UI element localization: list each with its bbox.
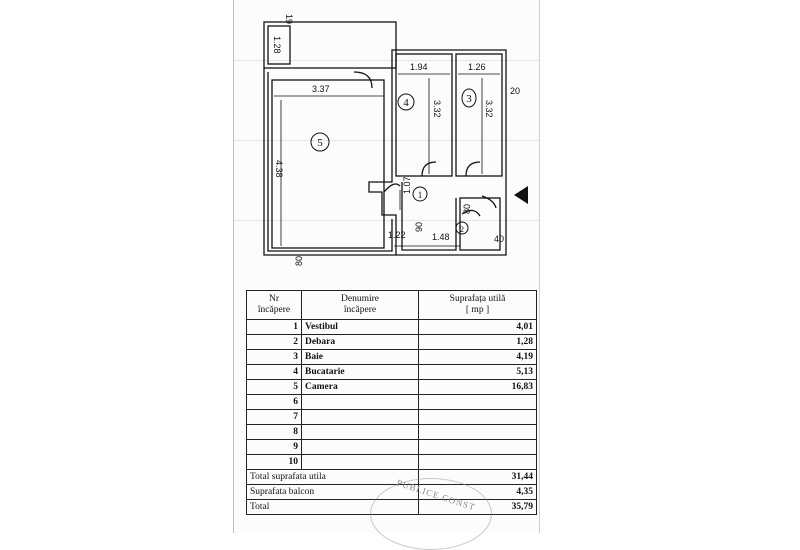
room-number: 2 (460, 225, 464, 234)
dimension-label: 1.28 (272, 36, 282, 54)
row-area: 4,01 (418, 319, 537, 335)
scan-line (234, 140, 539, 141)
door-arc (461, 209, 481, 217)
room-1-marker (412, 186, 428, 202)
row-area (418, 394, 537, 410)
room-5-outline (271, 79, 385, 249)
room-5-marker (310, 132, 330, 152)
row-name: Camera (301, 379, 419, 395)
table-row: 9 (246, 439, 537, 455)
outer-walls (263, 49, 507, 256)
row-name: Bucatarie (301, 364, 419, 380)
row-nr: 6 (246, 394, 302, 410)
room-number: 4 (403, 97, 409, 109)
room-number: 3 (466, 93, 472, 105)
row-name: Vestibul (301, 319, 419, 335)
row-nr: 8 (246, 424, 302, 440)
row-nr: 3 (246, 349, 302, 365)
row-name (301, 409, 419, 425)
row-area: 16,83 (418, 379, 537, 395)
row-nr: 9 (246, 439, 302, 455)
door-arc (383, 183, 401, 193)
table-row: 7 (246, 409, 537, 425)
dimension-label: 4.38 (274, 160, 284, 178)
floor-plan-document: 5 4 3 1 2 19 1.28 3.37 1.94 1.26 3.32 3.… (233, 0, 540, 533)
room-number: 5 (317, 137, 323, 149)
door-arc (353, 71, 373, 89)
dimension-label: 90 (414, 222, 424, 232)
room-4-marker (397, 93, 415, 111)
scan-line (234, 220, 539, 221)
floor-plan-drawing: 5 4 3 1 2 19 1.28 3.37 1.94 1.26 3.32 3.… (263, 14, 520, 266)
row-name (301, 439, 419, 455)
row-area: 1,28 (418, 334, 537, 350)
row-nr: 7 (246, 409, 302, 425)
dimension-label: 3.32 (432, 100, 442, 118)
table-row: 8 (246, 424, 537, 440)
row-name: Baie (301, 349, 419, 365)
row-area (418, 409, 537, 425)
balcony-slab (267, 25, 291, 65)
dimension-label: 1.22 (388, 230, 406, 240)
dimension-label: 1.94 (410, 62, 428, 72)
row-area (418, 424, 537, 440)
hall-outline (401, 182, 457, 251)
entrance-arrow-icon (514, 186, 528, 204)
row-nr: 1 (246, 319, 302, 335)
row-area (418, 454, 537, 470)
row-name: Debara (301, 334, 419, 350)
door-arc (421, 161, 437, 177)
room-3-outline (455, 53, 503, 177)
row-nr: 4 (246, 364, 302, 380)
row-name (301, 394, 419, 410)
floor-plan: 5 4 3 1 2 19 1.28 3.37 1.94 1.26 3.32 3.… (234, 0, 539, 285)
row-name (301, 424, 419, 440)
row-area: 5,13 (418, 364, 537, 380)
table-row: 10 (246, 454, 537, 470)
inner-walls (267, 72, 393, 252)
row-nr: 2 (246, 334, 302, 350)
row-area (418, 439, 537, 455)
balcony-outline (263, 21, 397, 69)
row-nr: 10 (246, 454, 302, 470)
header-area: Suprafața utilă[ mp ] (418, 290, 537, 320)
room-3-marker (461, 88, 477, 108)
dimension-label: 1.48 (432, 232, 450, 242)
dimension-label: 1.07 (402, 176, 412, 194)
room-4-outline (395, 53, 453, 177)
dimension-label: 80 (462, 204, 472, 214)
room-number: 1 (418, 190, 423, 200)
room-2-marker (455, 221, 469, 235)
scan-line (234, 60, 539, 61)
dimension-label: 40 (494, 234, 504, 244)
dimension-label: 19 (284, 14, 294, 24)
row-nr: 5 (246, 379, 302, 395)
dimension-label: 80 (294, 256, 304, 266)
door-arc (465, 161, 481, 177)
door-arc (481, 195, 497, 209)
dimension-label: 20 (510, 86, 520, 96)
total-label: Total suprafata utila (246, 469, 419, 485)
table-row: 6 (246, 394, 537, 410)
room-2-outline (459, 197, 501, 251)
row-area: 4,19 (418, 349, 537, 365)
row-name (301, 454, 419, 470)
dimension-label: 3.32 (484, 100, 494, 118)
dimension-label: 1.26 (468, 62, 486, 72)
dimension-label: 3.37 (312, 84, 330, 94)
